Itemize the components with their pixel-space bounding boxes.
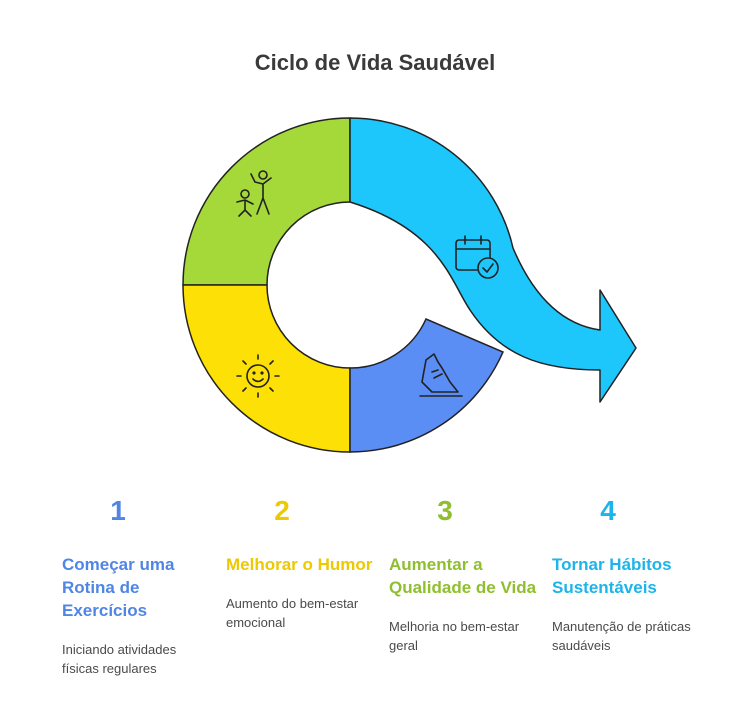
step-4-description: Manutenção de práticas saudáveis [552,619,691,653]
segment-green [182,117,351,286]
running-shoe-icon [419,353,463,397]
step-1-number: 1 [110,495,126,526]
sun-smile-icon [236,354,280,398]
page-title: Ciclo de Vida Saudável [254,50,496,75]
cycle-diagram [182,117,637,453]
step-2: 2 Melhorar o Humor Aumento do bem-estar … [226,495,376,632]
step-1-title: Começar uma Rotina de Exercícios [62,555,175,620]
step-1-description: Iniciando atividades físicas regulares [62,642,177,676]
step-2-title: Melhorar o Humor [226,555,373,574]
step-4-number: 4 [600,495,616,526]
family-exercise-icon [236,170,272,217]
step-1: 1 Começar uma Rotina de Exercícios Inici… [62,495,212,678]
step-2-description: Aumento do bem-estar emocional [226,596,359,630]
step-3-description: Melhoria no bem-estar geral [389,619,520,653]
step-4-title: Tornar Hábitos Sustentáveis [552,555,672,597]
step-3-title: Aumentar a Qualidade de Vida [389,555,537,597]
step-4: 4 Tornar Hábitos Sustentáveis Manutenção… [552,495,702,655]
calendar-check-icon [455,235,499,279]
step-3-number: 3 [437,495,453,526]
step-3: 3 Aumentar a Qualidade de Vida Melhoria … [389,495,539,655]
step-2-number: 2 [274,495,290,526]
